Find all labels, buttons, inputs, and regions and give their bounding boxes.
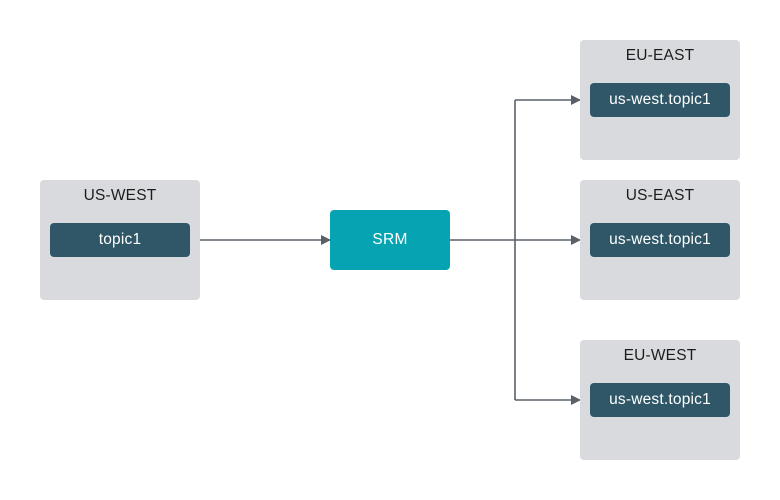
topic-box: us-west.topic1: [590, 83, 730, 117]
cluster-us-west: US-WEST topic1: [40, 180, 200, 300]
cluster-eu-west: EU-WEST us-west.topic1: [580, 340, 740, 460]
cluster-label: US-WEST: [83, 187, 157, 204]
cluster-us-east: US-EAST us-west.topic1: [580, 180, 740, 300]
cluster-label: US-EAST: [625, 187, 695, 204]
topic-box: topic1: [50, 223, 190, 257]
cluster-eu-east: EU-EAST us-west.topic1: [580, 40, 740, 160]
cluster-label: EU-WEST: [623, 347, 697, 364]
topic-box: us-west.topic1: [590, 383, 730, 417]
topic-box: us-west.topic1: [590, 223, 730, 257]
srm-node: SRM: [330, 210, 450, 270]
cluster-label: EU-EAST: [625, 47, 695, 64]
